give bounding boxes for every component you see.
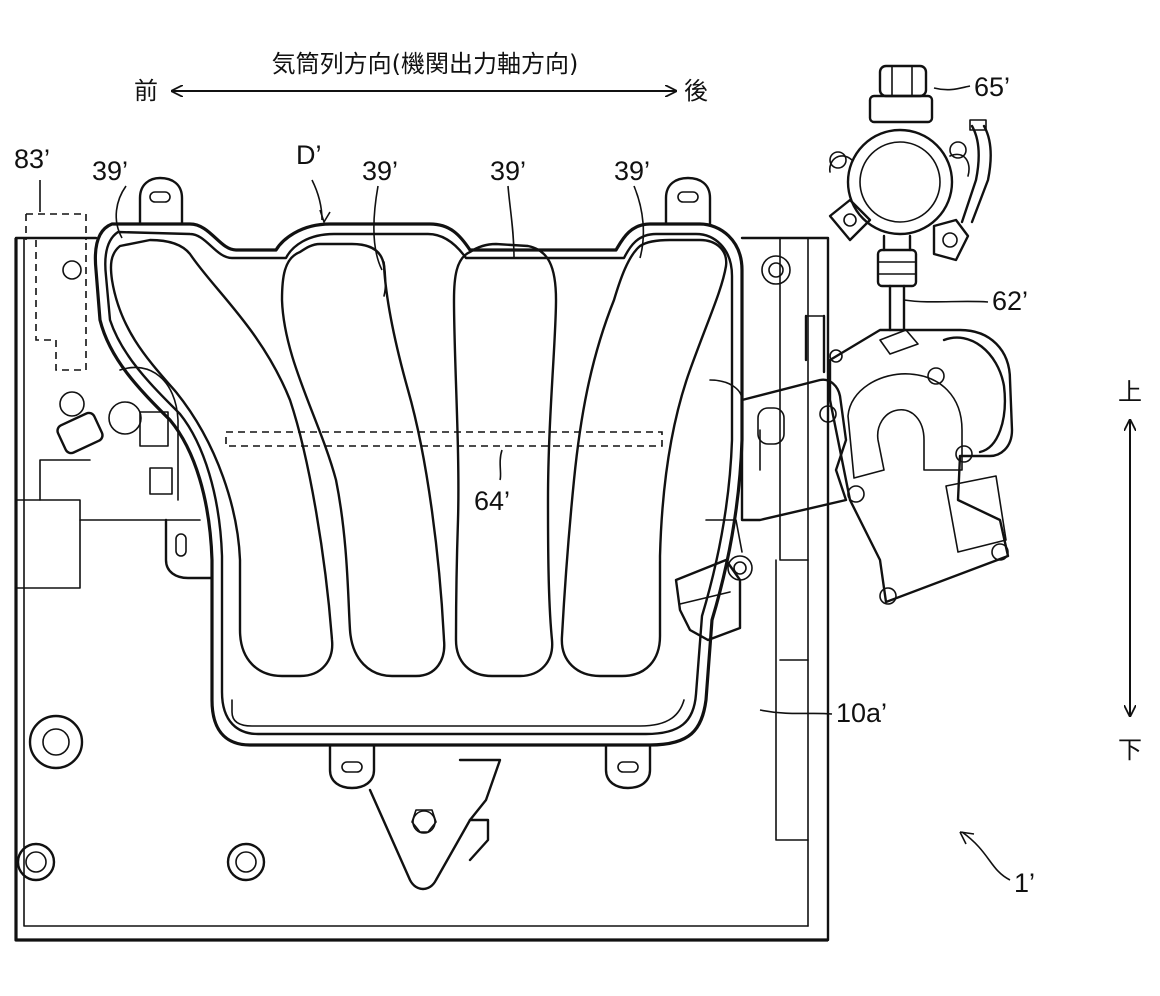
label-39-second: 39’ (362, 156, 398, 186)
fuel-rail-hidden (225, 431, 663, 447)
label-39-fourth: 39’ (614, 156, 650, 186)
label-62: 62’ (992, 286, 1028, 316)
leader-lines (39, 85, 1011, 881)
engine-block (14, 236, 830, 942)
label-10a: 10a’ (836, 698, 887, 728)
front-label: 前 (134, 77, 158, 105)
label-D: D’ (296, 140, 322, 170)
down-label: 下 (1118, 736, 1142, 764)
label-83: 83’ (14, 144, 50, 174)
intake-runners (109, 238, 728, 678)
label-64: 64’ (474, 486, 510, 516)
fuel-pump (828, 64, 992, 332)
label-65: 65’ (974, 72, 1010, 102)
up-label: 上 (1118, 378, 1142, 406)
label-1: 1’ (1014, 868, 1035, 898)
intake-manifold (93, 176, 744, 891)
rear-label: 後 (684, 77, 708, 105)
pipe (804, 314, 826, 374)
hidden-part-83 (25, 213, 87, 371)
throttle-body (674, 328, 1014, 642)
label-39-third: 39’ (490, 156, 526, 186)
label-39-first: 39’ (92, 156, 128, 186)
cylinder-row-direction-label: 気筒列方向(機関出力軸方向) (272, 50, 579, 78)
